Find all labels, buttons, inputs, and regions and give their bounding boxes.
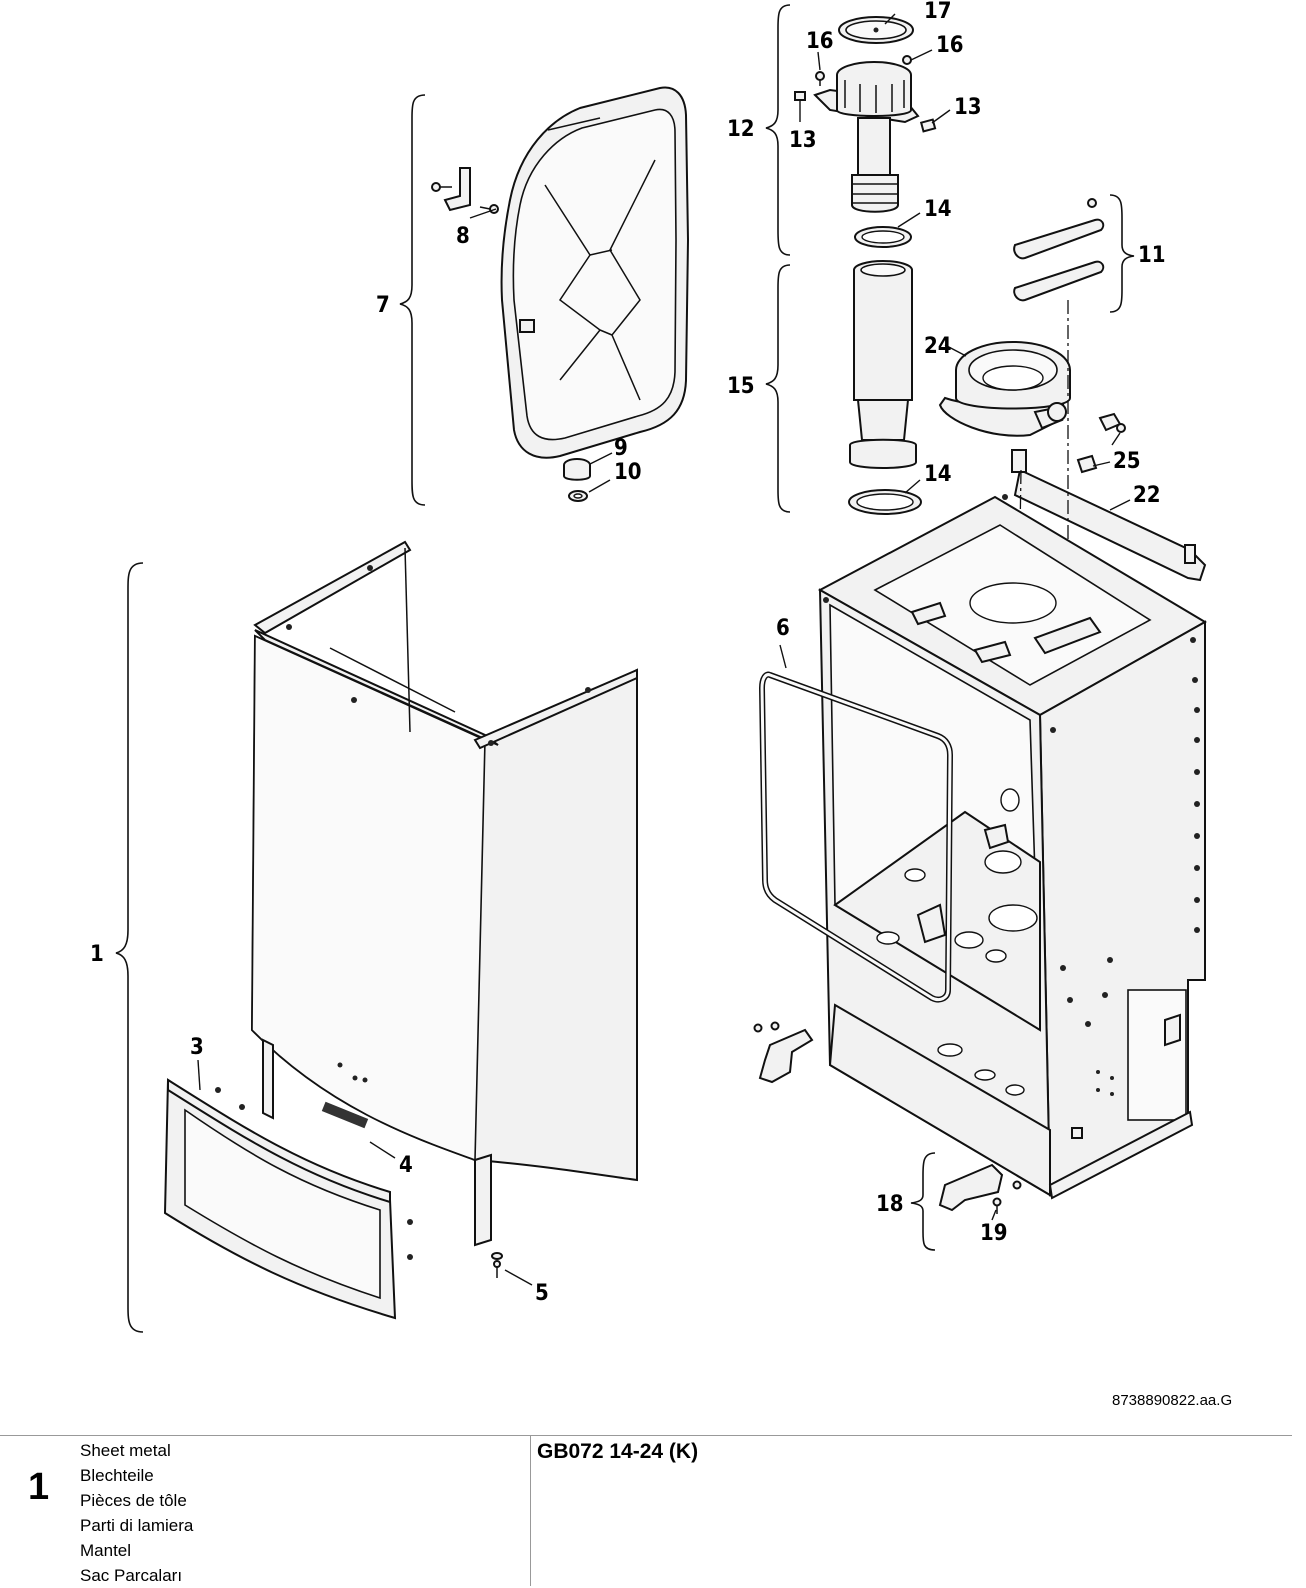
- callout-17: 17: [924, 0, 952, 24]
- callout-14-bottom: 14: [924, 462, 952, 487]
- callout-16-right: 16: [936, 33, 964, 58]
- screw-19: [992, 1197, 1002, 1214]
- flue-adapter-12: [813, 61, 920, 213]
- callout-18: 18: [876, 1192, 904, 1217]
- callout-24: 24: [924, 334, 952, 359]
- screw-5: [491, 1252, 503, 1278]
- door-seal-6: [758, 671, 954, 1003]
- section-title-nl: Mantel: [80, 1541, 132, 1560]
- section-title-it: Parti di lamiera: [80, 1516, 194, 1535]
- section-title-tr: Sac Parcaları: [80, 1566, 183, 1585]
- section-titles: Sheet metal Blechteile Pièces de tôle Pa…: [80, 1438, 193, 1588]
- document-number: 8738890822.aa.G: [1112, 1392, 1233, 1409]
- section-title-de: Blechteile: [80, 1466, 154, 1485]
- section-title-fr: Pièces de tôle: [80, 1491, 187, 1510]
- flue-cap-17: [838, 16, 914, 44]
- callout-25: 25: [1113, 449, 1141, 474]
- footer-divider: [530, 1436, 531, 1586]
- expansion-vessel: [500, 86, 690, 459]
- callout-8: 8: [456, 224, 470, 249]
- callout-12: 12: [727, 117, 755, 142]
- callout-14-top: 14: [924, 197, 952, 222]
- clips-13: [794, 91, 937, 133]
- callout-1: 1: [90, 942, 104, 967]
- brand-logo: [321, 1101, 369, 1129]
- flue-pipe-15: [849, 260, 917, 469]
- seal-14-bottom: [848, 489, 922, 515]
- vessel-bracket: [431, 167, 499, 214]
- brace-group-15: [765, 264, 791, 513]
- callout-4: 4: [399, 1153, 413, 1178]
- clip-18: [938, 1163, 1022, 1212]
- model-name: GB072 14-24 (K): [537, 1440, 699, 1463]
- brace-group-12: [765, 4, 791, 256]
- boiler-frame: [817, 495, 1207, 1200]
- flue-connector-24: [938, 341, 1071, 437]
- callout-19: 19: [980, 1221, 1008, 1246]
- front-casing-1: [250, 540, 638, 1247]
- seal-14-top: [854, 226, 912, 248]
- clip-left-side: [753, 1021, 814, 1084]
- callout-9: 9: [614, 436, 628, 461]
- section-title-en: Sheet metal: [80, 1441, 171, 1460]
- frame-rivets: [823, 494, 1200, 1096]
- screws-16: [815, 55, 912, 86]
- callout-22: 22: [1133, 483, 1161, 508]
- lower-panel-3: [163, 1078, 413, 1320]
- callout-13-right: 13: [954, 95, 982, 120]
- section-number: 1: [28, 1466, 50, 1508]
- test-plugs-25: [1076, 412, 1126, 474]
- brace-group-11: [1109, 194, 1135, 313]
- callout-16-left: 16: [806, 29, 834, 54]
- callout-labels: 1 3 4 5 6 7 8 9 10 11 12 13 13 14 14 15 …: [90, 0, 1166, 1306]
- exploded-parts-diagram: 1 3 4 5 6 7 8 9 10 11 12 13 13 14 14 15 …: [90, 0, 1207, 1333]
- vessel-cap: [563, 458, 591, 502]
- brace-group-18: [910, 1152, 936, 1251]
- callout-13-left: 13: [789, 128, 817, 153]
- callout-15: 15: [727, 374, 755, 399]
- brace-group-7: [399, 94, 426, 506]
- callout-5: 5: [535, 1281, 549, 1306]
- footer-table: 1 Sheet metal Blechteile Pièces de tôle …: [0, 1435, 1292, 1586]
- brace-group-1: [115, 562, 144, 1333]
- leader-lines: [197, 13, 1131, 1286]
- mounting-rail-22: [1011, 449, 1207, 582]
- callout-7: 7: [376, 293, 390, 318]
- callout-11: 11: [1138, 243, 1166, 268]
- callout-10: 10: [614, 460, 642, 485]
- cover-plates-11: [1013, 198, 1105, 302]
- callout-6: 6: [776, 616, 790, 641]
- callout-3: 3: [190, 1035, 204, 1060]
